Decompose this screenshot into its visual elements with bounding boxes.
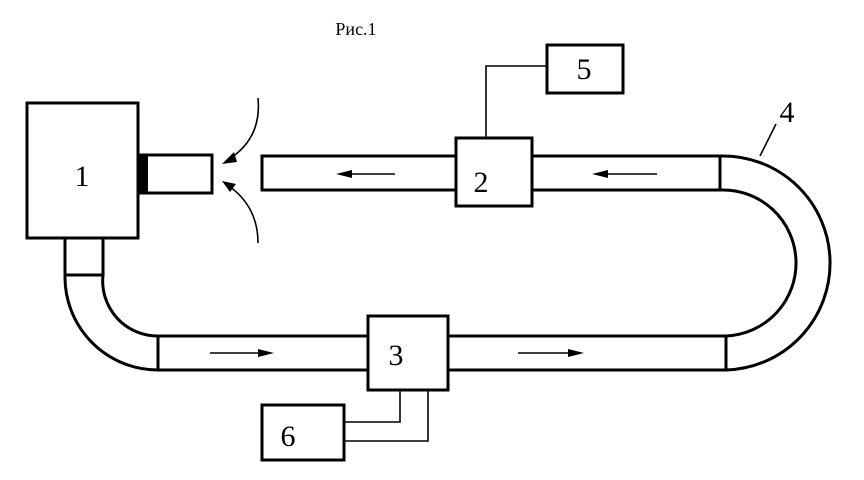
outlet-stub — [63, 236, 105, 277]
flow-arrow-bottom-left — [210, 349, 274, 357]
duct-4-leader — [759, 123, 777, 157]
block-5-label: 5 — [577, 53, 592, 86]
block-1-label: 1 — [75, 160, 90, 193]
suction-arrow-lower — [222, 181, 259, 244]
lower-left-elbow — [63, 273, 160, 372]
block-6-label: 6 — [281, 420, 296, 453]
flow-arrow-bottom-right — [518, 349, 584, 357]
link-2-to-5 — [485, 65, 547, 138]
block-3 — [366, 314, 450, 392]
suction-arrow-upper — [222, 97, 260, 164]
figure-caption: Рис.1 — [335, 19, 376, 39]
flow-arrow-top-left — [336, 170, 395, 178]
top-duct-right — [530, 154, 722, 192]
top-duct-left — [260, 154, 458, 192]
block-2 — [454, 136, 534, 208]
link-3-to-6-b — [344, 390, 429, 442]
flow-arrow-top-right — [592, 170, 657, 178]
nozzle-flange — [140, 155, 148, 193]
block-6 — [260, 403, 346, 462]
inlet-nozzle — [138, 153, 214, 195]
bottom-duct-right — [446, 334, 728, 372]
block-1 — [25, 101, 140, 240]
block-3-label: 3 — [389, 339, 404, 372]
block-5 — [545, 43, 625, 95]
right-u-bend — [718, 154, 832, 372]
duct-4-label: 4 — [780, 96, 795, 129]
block-2-label: 2 — [474, 166, 489, 199]
link-3-to-6-a — [344, 390, 401, 423]
